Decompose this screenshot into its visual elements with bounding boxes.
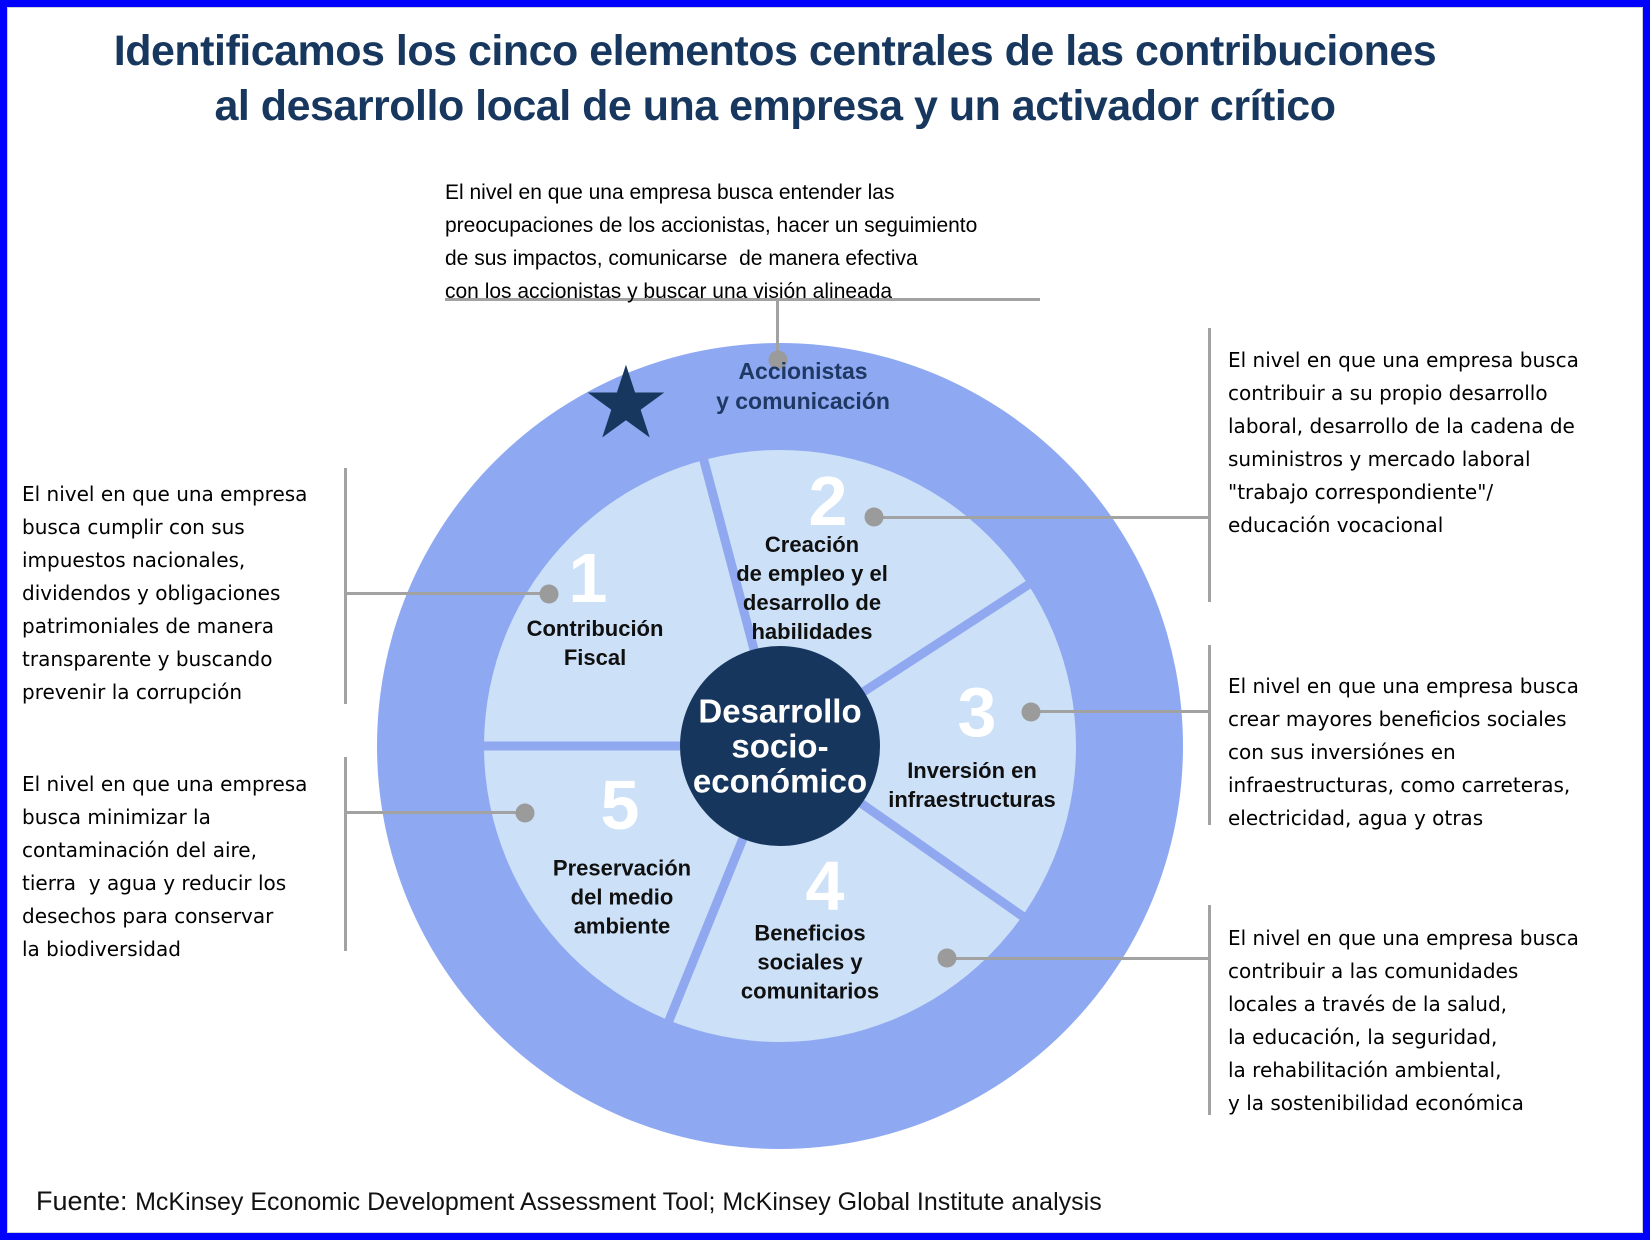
annotation-segment-5: El nivel en que una empresa busca minimi… — [22, 772, 308, 961]
center-label: Desarrollo socio- económico — [692, 692, 868, 800]
divider-2-3 — [852, 578, 1036, 701]
connector-right-top-horizontal — [877, 516, 1211, 519]
source-line: Fuente: McKinsey Economic Development As… — [36, 1186, 1102, 1217]
segment-1-number: 1 — [568, 539, 608, 617]
annotation-activator: El nivel en que una empresa busca entend… — [445, 181, 978, 303]
segment-4-number: 4 — [805, 847, 845, 925]
divider-3-4 — [850, 794, 1030, 923]
dot-segment-1 — [539, 584, 559, 604]
segment-5-number: 5 — [600, 766, 640, 844]
activator-label: Accionistas y comunicación — [716, 358, 890, 414]
divider-1-2 — [698, 452, 761, 662]
connector-right-bottom-horizontal — [950, 957, 1211, 960]
wheel-diagram — [377, 343, 1183, 1149]
annotation-segment-3: El nivel en que una empresa busca crear … — [1228, 674, 1579, 830]
annotation-segment-2: El nivel en que una empresa busca contri… — [1228, 348, 1579, 537]
segment-5-label: Preservación del medio ambiente — [552, 855, 692, 939]
connector-top-underline — [445, 298, 1040, 301]
dot-segment-5 — [515, 803, 535, 823]
annotation-segment-1: El nivel en que una empresa busca cumpli… — [22, 482, 308, 704]
connector-left-bottom-vertical — [344, 757, 347, 951]
annotation-segment-4: El nivel en que una empresa busca contri… — [1228, 926, 1579, 1115]
segment-1-label: Contribución Fiscal — [526, 616, 664, 670]
connector-left-bottom-horizontal — [344, 811, 525, 814]
star-icon: ★ — [581, 347, 671, 459]
segment-3-number: 3 — [957, 673, 997, 751]
connector-left-top-horizontal — [344, 592, 549, 595]
source-text: McKinsey Economic Development Assessment… — [135, 1188, 1102, 1216]
segment-2-number: 2 — [808, 462, 848, 540]
dot-segment-4 — [937, 948, 957, 968]
segment-3-label: Inversión en infraestructuras — [888, 758, 1056, 812]
dot-segment-2 — [864, 507, 884, 527]
connector-top-drop — [776, 298, 779, 356]
source-label: Fuente: — [36, 1186, 136, 1216]
dot-segment-3 — [1021, 702, 1041, 722]
connector-right-top-vertical — [1208, 328, 1211, 602]
connector-right-middle-vertical — [1208, 645, 1211, 825]
center-circle — [680, 646, 880, 846]
segment-4-label: Beneficios sociales y comunitarios — [740, 920, 880, 1004]
page-title: Identificamos los cinco elementos centra… — [113, 27, 1437, 130]
divider-4-5 — [663, 826, 751, 1028]
connector-left-top-vertical — [344, 468, 347, 704]
segment-2-label: Creación de empleo y el desarrollo de ha… — [736, 532, 888, 644]
connector-right-bottom-vertical — [1208, 905, 1211, 1115]
dot-activator — [768, 350, 788, 370]
connector-right-middle-horizontal — [1034, 710, 1211, 713]
